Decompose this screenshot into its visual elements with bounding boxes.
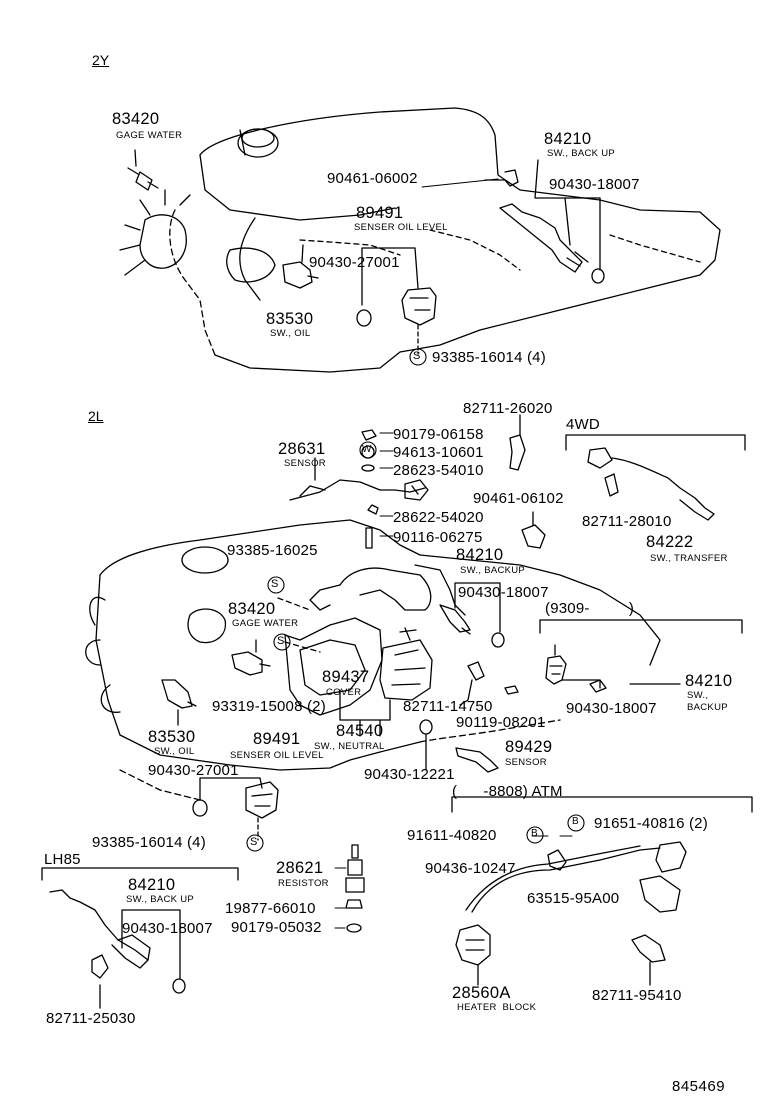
part-84210-lh85-desc: SW., BACK UP [126,894,195,905]
part-28560A-number: 28560A [452,984,511,1002]
part-28621-number: 28621 [276,859,324,877]
part-89437-desc: COVER [326,687,362,698]
marker-b-a: B [531,828,538,839]
part-82711-28010: 82711-28010 [582,513,672,530]
part-83420-desc: GAGE WATER [116,130,183,141]
part-82711-25030: 82711-25030 [46,1010,136,1027]
part-84222-desc: SW., TRANSFER [650,553,728,564]
part-89491-number: 89491 [356,204,404,222]
part-28623-54010: 28623-54010 [393,462,484,479]
part-28631-number: 28631 [278,440,326,458]
part-28631-desc: SENSOR [284,458,326,469]
part-83530-2l-number: 83530 [148,728,196,746]
part-82711-95410: 82711-95410 [592,987,682,1004]
part-84210-2l-number: 84210 [456,546,504,564]
part-28622-54020: 28622-54020 [393,509,484,526]
part-90461-06102: 90461-06102 [473,490,564,507]
marker-s-2l-b: S [277,635,285,647]
section-label-4wd: 4WD [566,416,600,433]
part-84210-lh85-number: 84210 [128,876,176,894]
part-83530-number: 83530 [266,310,314,328]
section-label-2y: 2Y [92,52,110,68]
part-84210-number: 84210 [544,130,592,148]
part-84210-9309-number: 84210 [685,672,733,690]
part-83530-2l-desc: SW., OIL [154,746,195,757]
part-84210-desc: SW., BACK UP [547,148,616,159]
marker-s-2y: S [413,350,421,362]
part-63515-95A00: 63515-95A00 [527,890,620,907]
part-93319-15008: 93319-15008 (2) [212,698,326,715]
part-90461-06002: 90461-06002 [327,170,418,187]
part-83420-2l-number: 83420 [228,600,276,618]
section-label-2l: 2L [88,408,104,424]
part-82711-26020: 82711-26020 [463,400,553,417]
part-90430-18007-2y: 90430-18007 [549,176,640,193]
marker-s-2l-a: S [271,578,279,590]
part-90179-05032: 90179-05032 [231,919,322,936]
part-90430-12221: 90430-12221 [364,766,455,783]
section-label-9309: (9309- ) [545,600,635,617]
part-84210-2l-desc: SW., BACKUP [460,565,526,576]
parts-2l [41,414,753,1009]
part-89491-2l-number: 89491 [253,730,301,748]
part-90119-08201: 90119-08201 [456,714,546,731]
part-89491-desc: SENSER OIL LEVEL [354,222,448,233]
part-84210-9309-desc1: SW., [687,690,709,701]
part-90179-06158: 90179-06158 [393,426,484,443]
part-83420-2l-desc: GAGE WATER [232,618,299,629]
part-84540-desc: SW., NEUTRAL [314,741,385,752]
section-label-atm: ( -8808) ATM [452,783,563,800]
part-83530-desc: SW., OIL [270,328,311,339]
part-93385-16014-2y: 93385-16014 (4) [432,349,546,366]
engine-2l-outline [85,519,661,801]
marker-circles [246,348,585,852]
part-84222-number: 84222 [646,533,694,551]
part-90430-27001-2l: 90430-27001 [148,762,239,779]
part-91651-40816: 91651-40816 (2) [594,815,708,832]
part-90430-18007-lh85: 90430-18007 [122,920,213,937]
part-93385-16014-2l: 93385-16014 (4) [92,834,206,851]
part-28621-desc: RESISTOR [278,878,329,889]
part-84540-number: 84540 [336,722,384,740]
part-84210-9309-desc2: BACKUP [687,702,728,713]
part-89429-desc: SENSOR [505,757,547,768]
part-82711-14750: 82711-14750 [403,698,493,715]
section-label-lh85: LH85 [44,851,81,868]
part-90436-10247: 90436-10247 [425,860,516,877]
part-89491-2l-desc: SENSER OIL LEVEL [230,750,324,761]
part-90430-27001-2y: 90430-27001 [309,254,400,271]
marker-w: W [362,444,372,455]
part-89429-number: 89429 [505,738,553,756]
marker-s-2l-c: S [250,836,258,848]
parts-2y [127,149,605,355]
part-89437-number: 89437 [322,668,370,686]
part-90430-18007-2l: 90430-18007 [458,584,549,601]
marker-b-b: B [572,816,579,827]
part-90116-06275: 90116-06275 [393,529,483,546]
diagram-reference-number: 845469 [672,1078,726,1095]
part-91611-40820: 91611-40820 [407,827,497,844]
engine-2y-outline [119,107,721,373]
part-94613-10601: 94613-10601 [393,444,484,461]
part-90430-18007-9309: 90430-18007 [566,700,657,717]
part-19877-66010: 19877-66010 [225,900,316,917]
part-83420-number: 83420 [112,110,160,128]
part-28560A-desc: HEATER BLOCK [457,1002,537,1013]
part-93385-16025: 93385-16025 [227,542,318,559]
